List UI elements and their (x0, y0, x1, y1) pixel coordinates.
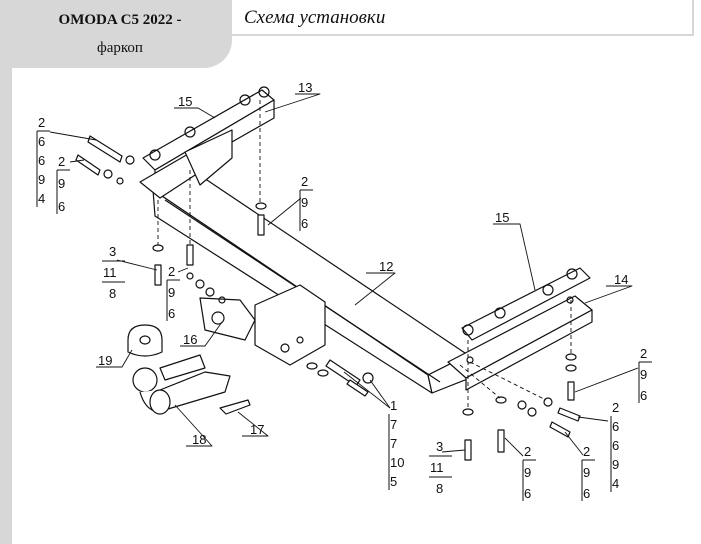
spec-s6-0: 1 (390, 398, 397, 413)
frame-right-border (692, 0, 694, 36)
spec-stack-5: 2 9 6 (299, 174, 313, 231)
spec-s1-0: 2 (38, 115, 45, 130)
spec-s7-1: 11 (430, 460, 444, 475)
spec-s1-2: 6 (38, 153, 45, 168)
spec-s3-2: 8 (109, 286, 116, 301)
spec-s7-0: 3 (436, 439, 443, 454)
callout-13: 13 (298, 80, 312, 95)
spec-s11-1: 9 (640, 367, 647, 382)
spec-s5-1: 9 (301, 195, 308, 210)
spec-s1-3: 9 (38, 172, 45, 187)
hitch-receiver-plate (199, 284, 326, 366)
bolt-set-right (255, 202, 581, 461)
spec-s4-0: 2 (168, 264, 175, 279)
leader-lines (49, 93, 639, 457)
bolt-set-left (75, 135, 226, 304)
tow-ball-neck (132, 354, 231, 415)
mount-bracket-left (139, 86, 275, 199)
spec-stack-7: 3 11 8 (429, 439, 452, 496)
spec-stack-2: 2 9 6 (56, 154, 70, 214)
callout-15-left: 15 (178, 94, 192, 109)
spec-stack-9: 2 9 6 (581, 444, 595, 501)
spec-s9-2: 6 (583, 486, 590, 501)
spec-s2-2: 6 (58, 199, 65, 214)
spec-stack-6: 1 7 7 10 5 (388, 398, 404, 490)
callout-19: 19 (98, 353, 112, 368)
spec-stack-8: 2 9 6 (522, 444, 536, 501)
spec-s3-0: 3 (109, 244, 116, 259)
spec-s1-1: 6 (38, 134, 45, 149)
spec-s10-0: 2 (612, 400, 619, 415)
spec-s10-3: 9 (612, 457, 619, 472)
spec-s6-4: 5 (390, 474, 397, 489)
spec-s8-0: 2 (524, 444, 531, 459)
callout-18: 18 (192, 432, 206, 447)
spec-s11-0: 2 (640, 346, 647, 361)
spec-s6-2: 7 (390, 436, 397, 451)
model-title: OMODA C5 2022 - (58, 12, 182, 28)
safety-clip (219, 399, 251, 415)
spec-stack-11: 2 9 6 (638, 346, 652, 403)
fastener-spec-stacks: 2 6 6 9 4 2 9 6 3 11 8 2 9 6 (36, 115, 652, 501)
callout-17: 17 (250, 422, 264, 437)
spec-s7-2: 8 (436, 481, 443, 496)
spec-s10-4: 4 (612, 476, 619, 491)
spec-s4-1: 9 (168, 285, 175, 300)
spec-s10-1: 6 (612, 419, 619, 434)
title-tab (0, 0, 232, 68)
frame-left-border (0, 0, 12, 544)
spec-stack-3: 3 11 8 (102, 244, 125, 301)
spec-s10-2: 6 (612, 438, 619, 453)
callout-14: 14 (614, 272, 628, 287)
spec-s9-0: 2 (583, 444, 590, 459)
callout-16: 16 (183, 332, 197, 347)
spec-s9-1: 9 (583, 465, 590, 480)
mount-bracket-right (447, 267, 593, 391)
spec-s4-2: 6 (168, 306, 175, 321)
part-callouts: 15 13 12 14 15 16 19 18 17 (98, 80, 628, 447)
spec-s5-2: 6 (301, 216, 308, 231)
scheme-title: Схема установки (244, 7, 386, 28)
spec-s6-1: 7 (390, 417, 397, 432)
callout-15-right: 15 (495, 210, 509, 225)
spec-s5-0: 2 (301, 174, 308, 189)
spec-stack-4: 2 9 6 (166, 264, 180, 321)
spec-s11-2: 6 (640, 388, 647, 403)
spec-s8-2: 6 (524, 486, 531, 501)
installation-guide-lines (157, 100, 572, 410)
spec-s3-1: 11 (103, 265, 117, 280)
spec-s2-0: 2 (58, 154, 65, 169)
spec-stack-10: 2 6 6 9 4 (610, 400, 619, 492)
product-subtitle: фаркоп (97, 40, 143, 56)
spec-s2-1: 9 (58, 176, 65, 191)
spec-s6-3: 10 (390, 455, 404, 470)
spec-s1-4: 4 (38, 191, 45, 206)
frame-top-border (232, 34, 694, 36)
callout-12: 12 (379, 259, 393, 274)
spec-stack-1: 2 6 6 9 4 (36, 115, 50, 207)
tow-ball-cap (127, 324, 163, 357)
spec-s8-1: 9 (524, 465, 531, 480)
